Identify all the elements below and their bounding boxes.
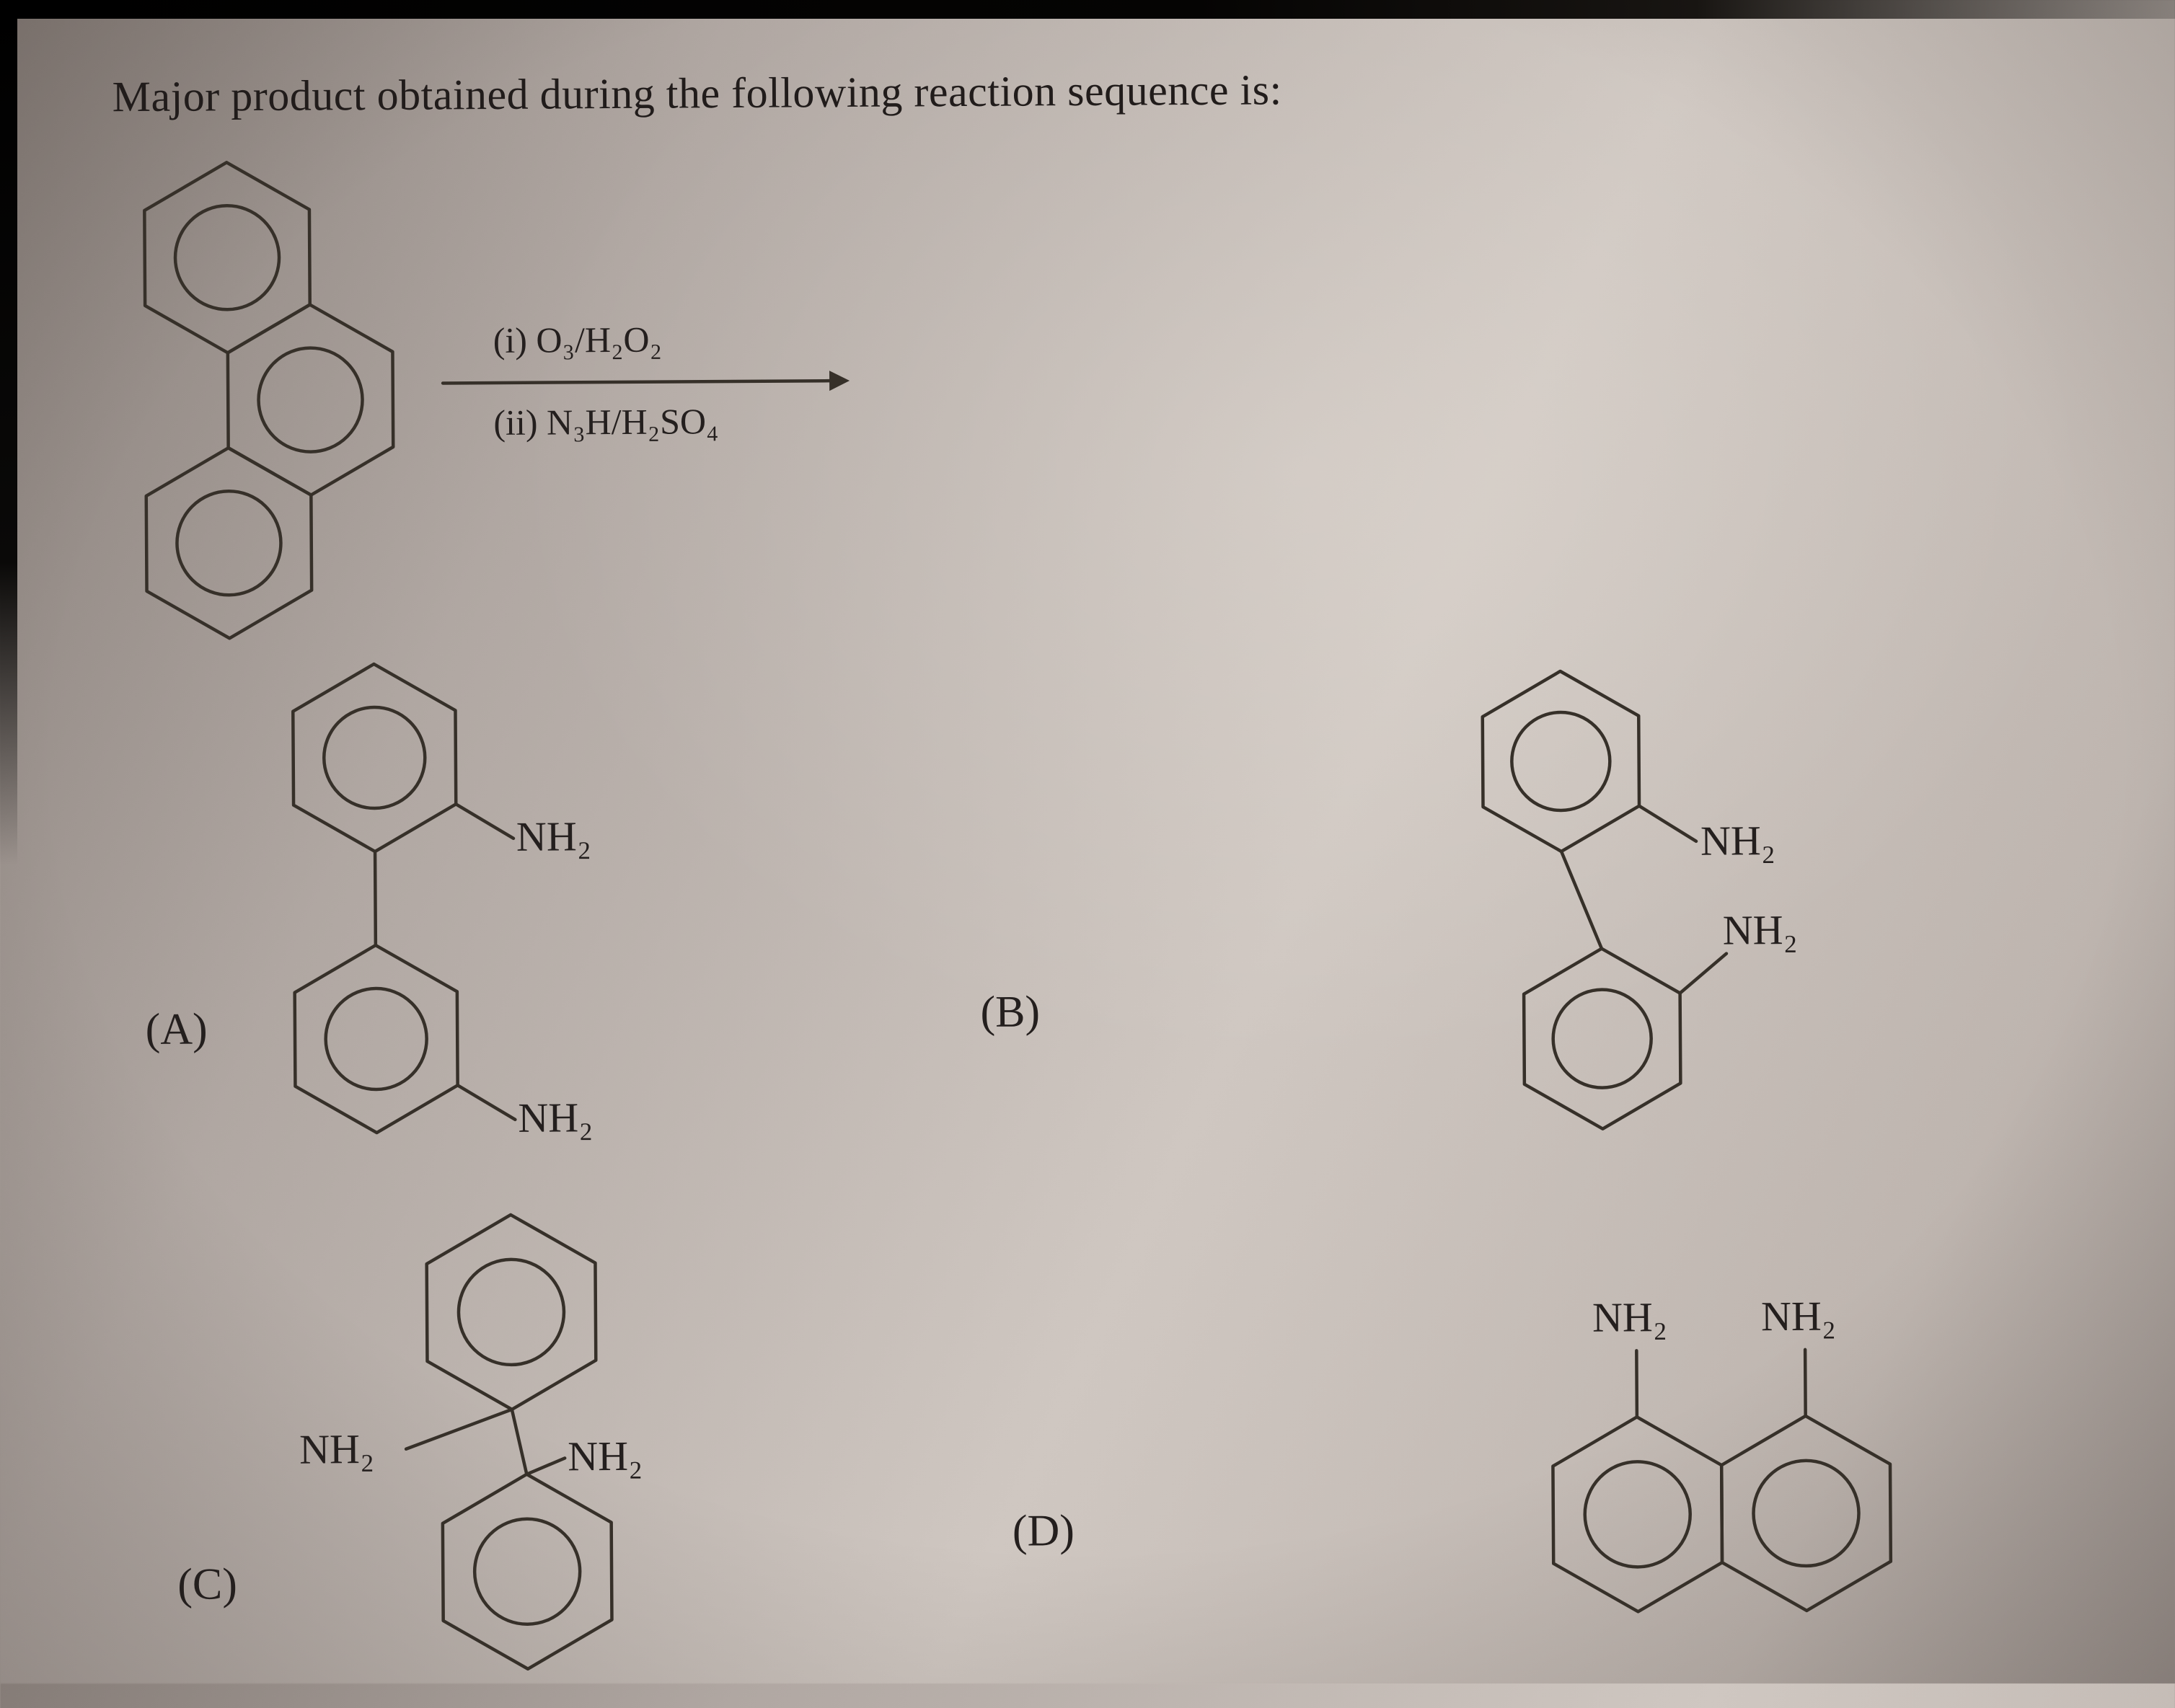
nh2-bond <box>1803 1348 1807 1418</box>
amine-group-label: NH₂ <box>1722 906 1798 954</box>
phenanthrene-skeleton <box>143 161 395 640</box>
amine-group-label: NH₂ <box>1760 1292 1837 1340</box>
option-c-label: (C) <box>177 1559 238 1609</box>
ring-ring-bond <box>510 1407 529 1477</box>
option-a-structure-diaminobiphenyl: NH₂ NH₂ <box>258 645 666 1209</box>
nh2-bond <box>456 1084 517 1122</box>
reactant-structure-phenanthrene <box>97 149 438 655</box>
option-b-label: (B) <box>980 987 1041 1037</box>
aromatic-circle <box>1752 1459 1861 1568</box>
nh2-bond <box>404 1407 514 1451</box>
option-c-structure-diaminobiphenyl: NH₂ NH₂ <box>276 1177 712 1707</box>
aromatic-circle <box>1510 710 1612 813</box>
benzene-ring-hexagon <box>1481 669 1641 854</box>
aromatic-circle <box>175 490 283 597</box>
ring-ring-bond <box>373 849 378 947</box>
benzene-ring-hexagon <box>143 161 312 355</box>
question-title: Major product obtained during the follow… <box>112 66 1282 121</box>
reagent-step-2: (ii) N₃H/H₂SO₄ <box>493 401 719 443</box>
benzene-ring-hexagon <box>441 1472 614 1671</box>
reaction-arrow <box>441 371 850 391</box>
aromatic-circle <box>472 1517 582 1627</box>
benzene-ring-hexagon <box>1522 947 1682 1130</box>
amine-group-label: NH₂ <box>516 813 592 860</box>
nh2-bond <box>1635 1349 1639 1419</box>
reagent-step-1: (i) O₃/H₂O₂ <box>493 319 663 361</box>
benzene-ring-hexagon <box>291 662 458 854</box>
photo-edge-left <box>0 0 17 865</box>
benzene-ring-hexagon <box>1719 1414 1893 1613</box>
aromatic-circle <box>1583 1460 1692 1569</box>
option-a-skeleton <box>291 662 517 1135</box>
benzene-ring-hexagon <box>226 303 395 497</box>
option-d-label: (D) <box>1012 1506 1075 1556</box>
option-c-skeleton <box>404 1213 614 1671</box>
aromatic-circle <box>257 346 364 453</box>
amine-group-label: NH₂ <box>518 1094 594 1141</box>
aromatic-circle <box>324 986 428 1092</box>
option-a-label: (A) <box>145 1004 208 1054</box>
aromatic-circle <box>456 1257 566 1367</box>
nh2-bond <box>1637 804 1698 844</box>
option-b-structure-diaminobiphenyl: NH₂ NH₂ <box>1448 651 1898 1173</box>
aromatic-circle <box>1551 988 1653 1089</box>
ring-ring-bond <box>1559 849 1604 950</box>
amine-group-label: NH₂ <box>1700 817 1776 864</box>
amine-group-label: NH₂ <box>299 1425 375 1473</box>
benzene-ring-hexagon <box>425 1213 598 1412</box>
aromatic-circle <box>322 705 427 810</box>
benzene-ring-hexagon <box>144 446 314 640</box>
amine-group-label: NH₂ <box>567 1432 643 1480</box>
option-d-skeleton <box>1551 1348 1893 1614</box>
aromatic-circle <box>173 204 281 311</box>
nh2-bond <box>1678 952 1729 995</box>
nh2-bond <box>525 1456 567 1477</box>
arrowhead-icon <box>829 371 850 391</box>
option-d-structure-diaminonaphthalene: NH₂ NH₂ <box>1488 1264 1953 1685</box>
nh2-bond <box>454 802 516 841</box>
amine-group-label: NH₂ <box>1592 1293 1668 1341</box>
benzene-ring-hexagon <box>1551 1415 1724 1614</box>
benzene-ring-hexagon <box>293 943 459 1135</box>
option-b-skeleton <box>1481 669 1729 1130</box>
photo-edge-top <box>0 0 2175 19</box>
